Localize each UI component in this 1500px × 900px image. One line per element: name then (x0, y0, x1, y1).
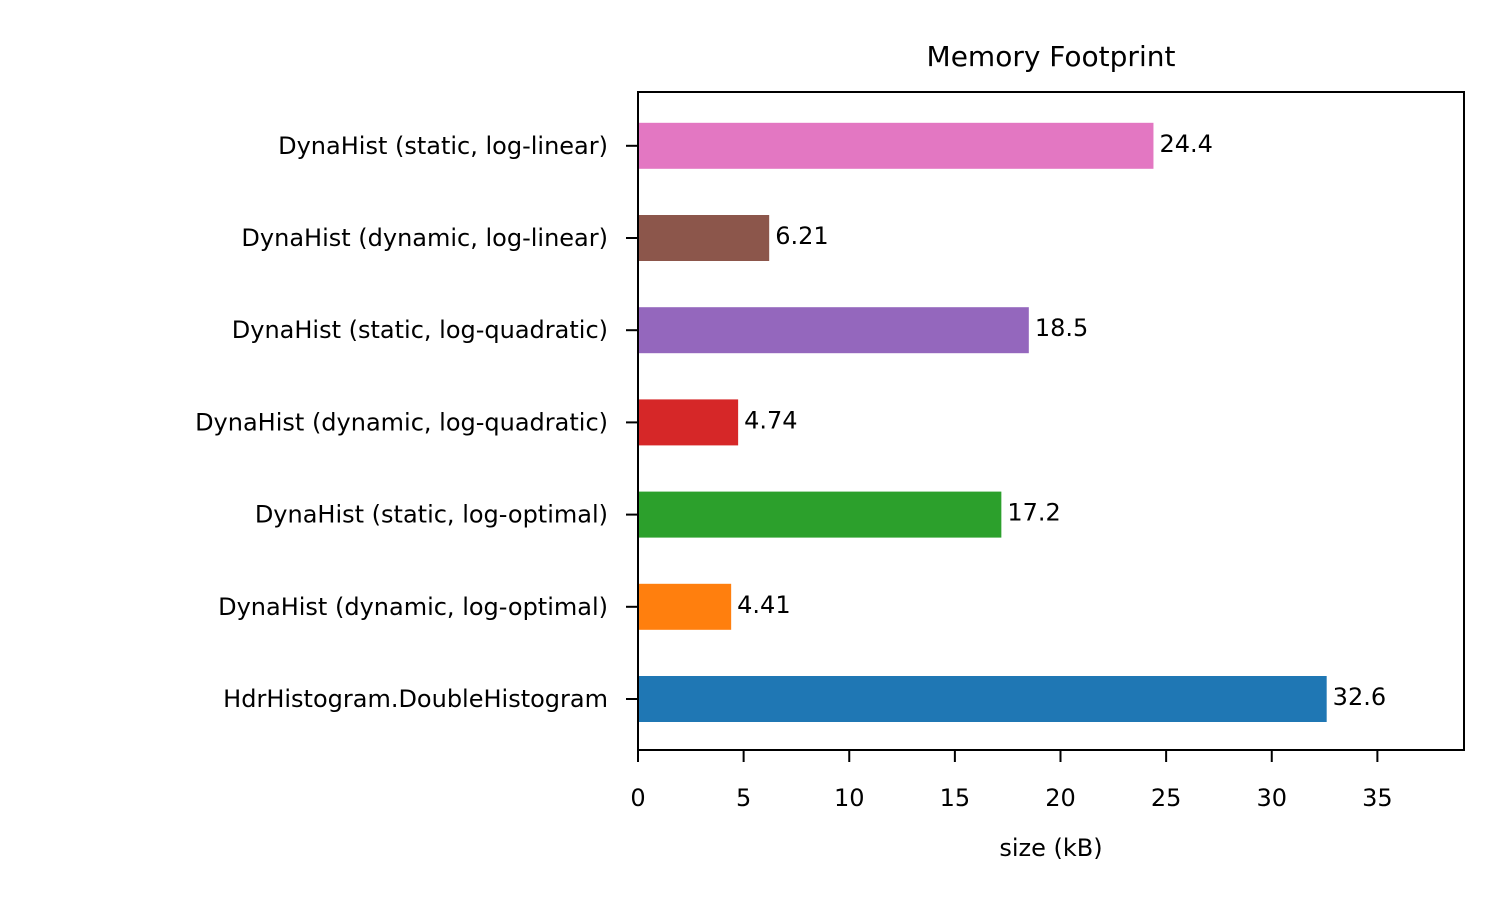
bar-hdrhistogram-doublehistogram (638, 676, 1327, 722)
plot-frame (637, 91, 1465, 751)
category-label-dynahist-dynamic-log-optimal: DynaHist (dynamic, log-optimal) (218, 593, 608, 621)
bar-dynahist-static-log-linear (638, 122, 1154, 169)
value-label-hdrhistogram-doublehistogram: 32.6 (1333, 683, 1386, 711)
bar-dynahist-dynamic-log-linear (638, 215, 770, 261)
x-tick-label-15: 15 (940, 784, 971, 812)
value-label-dynahist-static-log-optimal: 17.2 (1007, 499, 1060, 527)
chart-title: Memory Footprint (927, 40, 1176, 73)
bar-dynahist-dynamic-log-optimal (638, 583, 732, 630)
category-label-dynahist-static-log-quadratic: DynaHist (static, log-quadratic) (232, 316, 608, 344)
x-tick-label-10: 10 (834, 784, 865, 812)
category-label-hdrhistogram-doublehistogram: HdrHistogram.DoubleHistogram (223, 685, 608, 713)
x-tick-label-30: 30 (1256, 784, 1287, 812)
x-tick-label-0: 0 (630, 784, 645, 812)
value-label-dynahist-dynamic-log-quadratic: 4.74 (744, 406, 797, 434)
value-label-dynahist-dynamic-log-linear: 6.21 (775, 222, 828, 250)
category-label-dynahist-dynamic-log-quadratic: DynaHist (dynamic, log-quadratic) (195, 408, 608, 436)
value-label-dynahist-dynamic-log-optimal: 4.41 (737, 591, 790, 619)
value-label-dynahist-static-log-quadratic: 18.5 (1035, 314, 1088, 342)
category-label-dynahist-static-log-linear: DynaHist (static, log-linear) (278, 132, 608, 160)
x-tick-label-20: 20 (1045, 784, 1076, 812)
value-label-dynahist-static-log-linear: 24.4 (1159, 130, 1212, 158)
category-label-dynahist-dynamic-log-linear: DynaHist (dynamic, log-linear) (241, 224, 608, 252)
bars-group (638, 122, 1327, 722)
x-tick-label-25: 25 (1151, 784, 1182, 812)
x-tick-label-35: 35 (1362, 784, 1393, 812)
bar-dynahist-static-log-quadratic (638, 307, 1029, 354)
x-axis-label: size (kB) (999, 834, 1102, 862)
bar-dynahist-static-log-optimal (638, 491, 1002, 538)
y-axis: HdrHistogram.DoubleHistogram DynaHist (dy… (195, 132, 638, 713)
value-labels-group: 32.6 4.41 17.2 4.74 18.5 6.21 24.4 (737, 130, 1386, 711)
category-label-dynahist-static-log-optimal: DynaHist (static, log-optimal) (255, 501, 608, 529)
x-axis: 0 5 10 15 20 25 30 35 (630, 750, 1393, 812)
bar-dynahist-dynamic-log-quadratic (638, 399, 739, 446)
x-tick-label-5: 5 (736, 784, 751, 812)
